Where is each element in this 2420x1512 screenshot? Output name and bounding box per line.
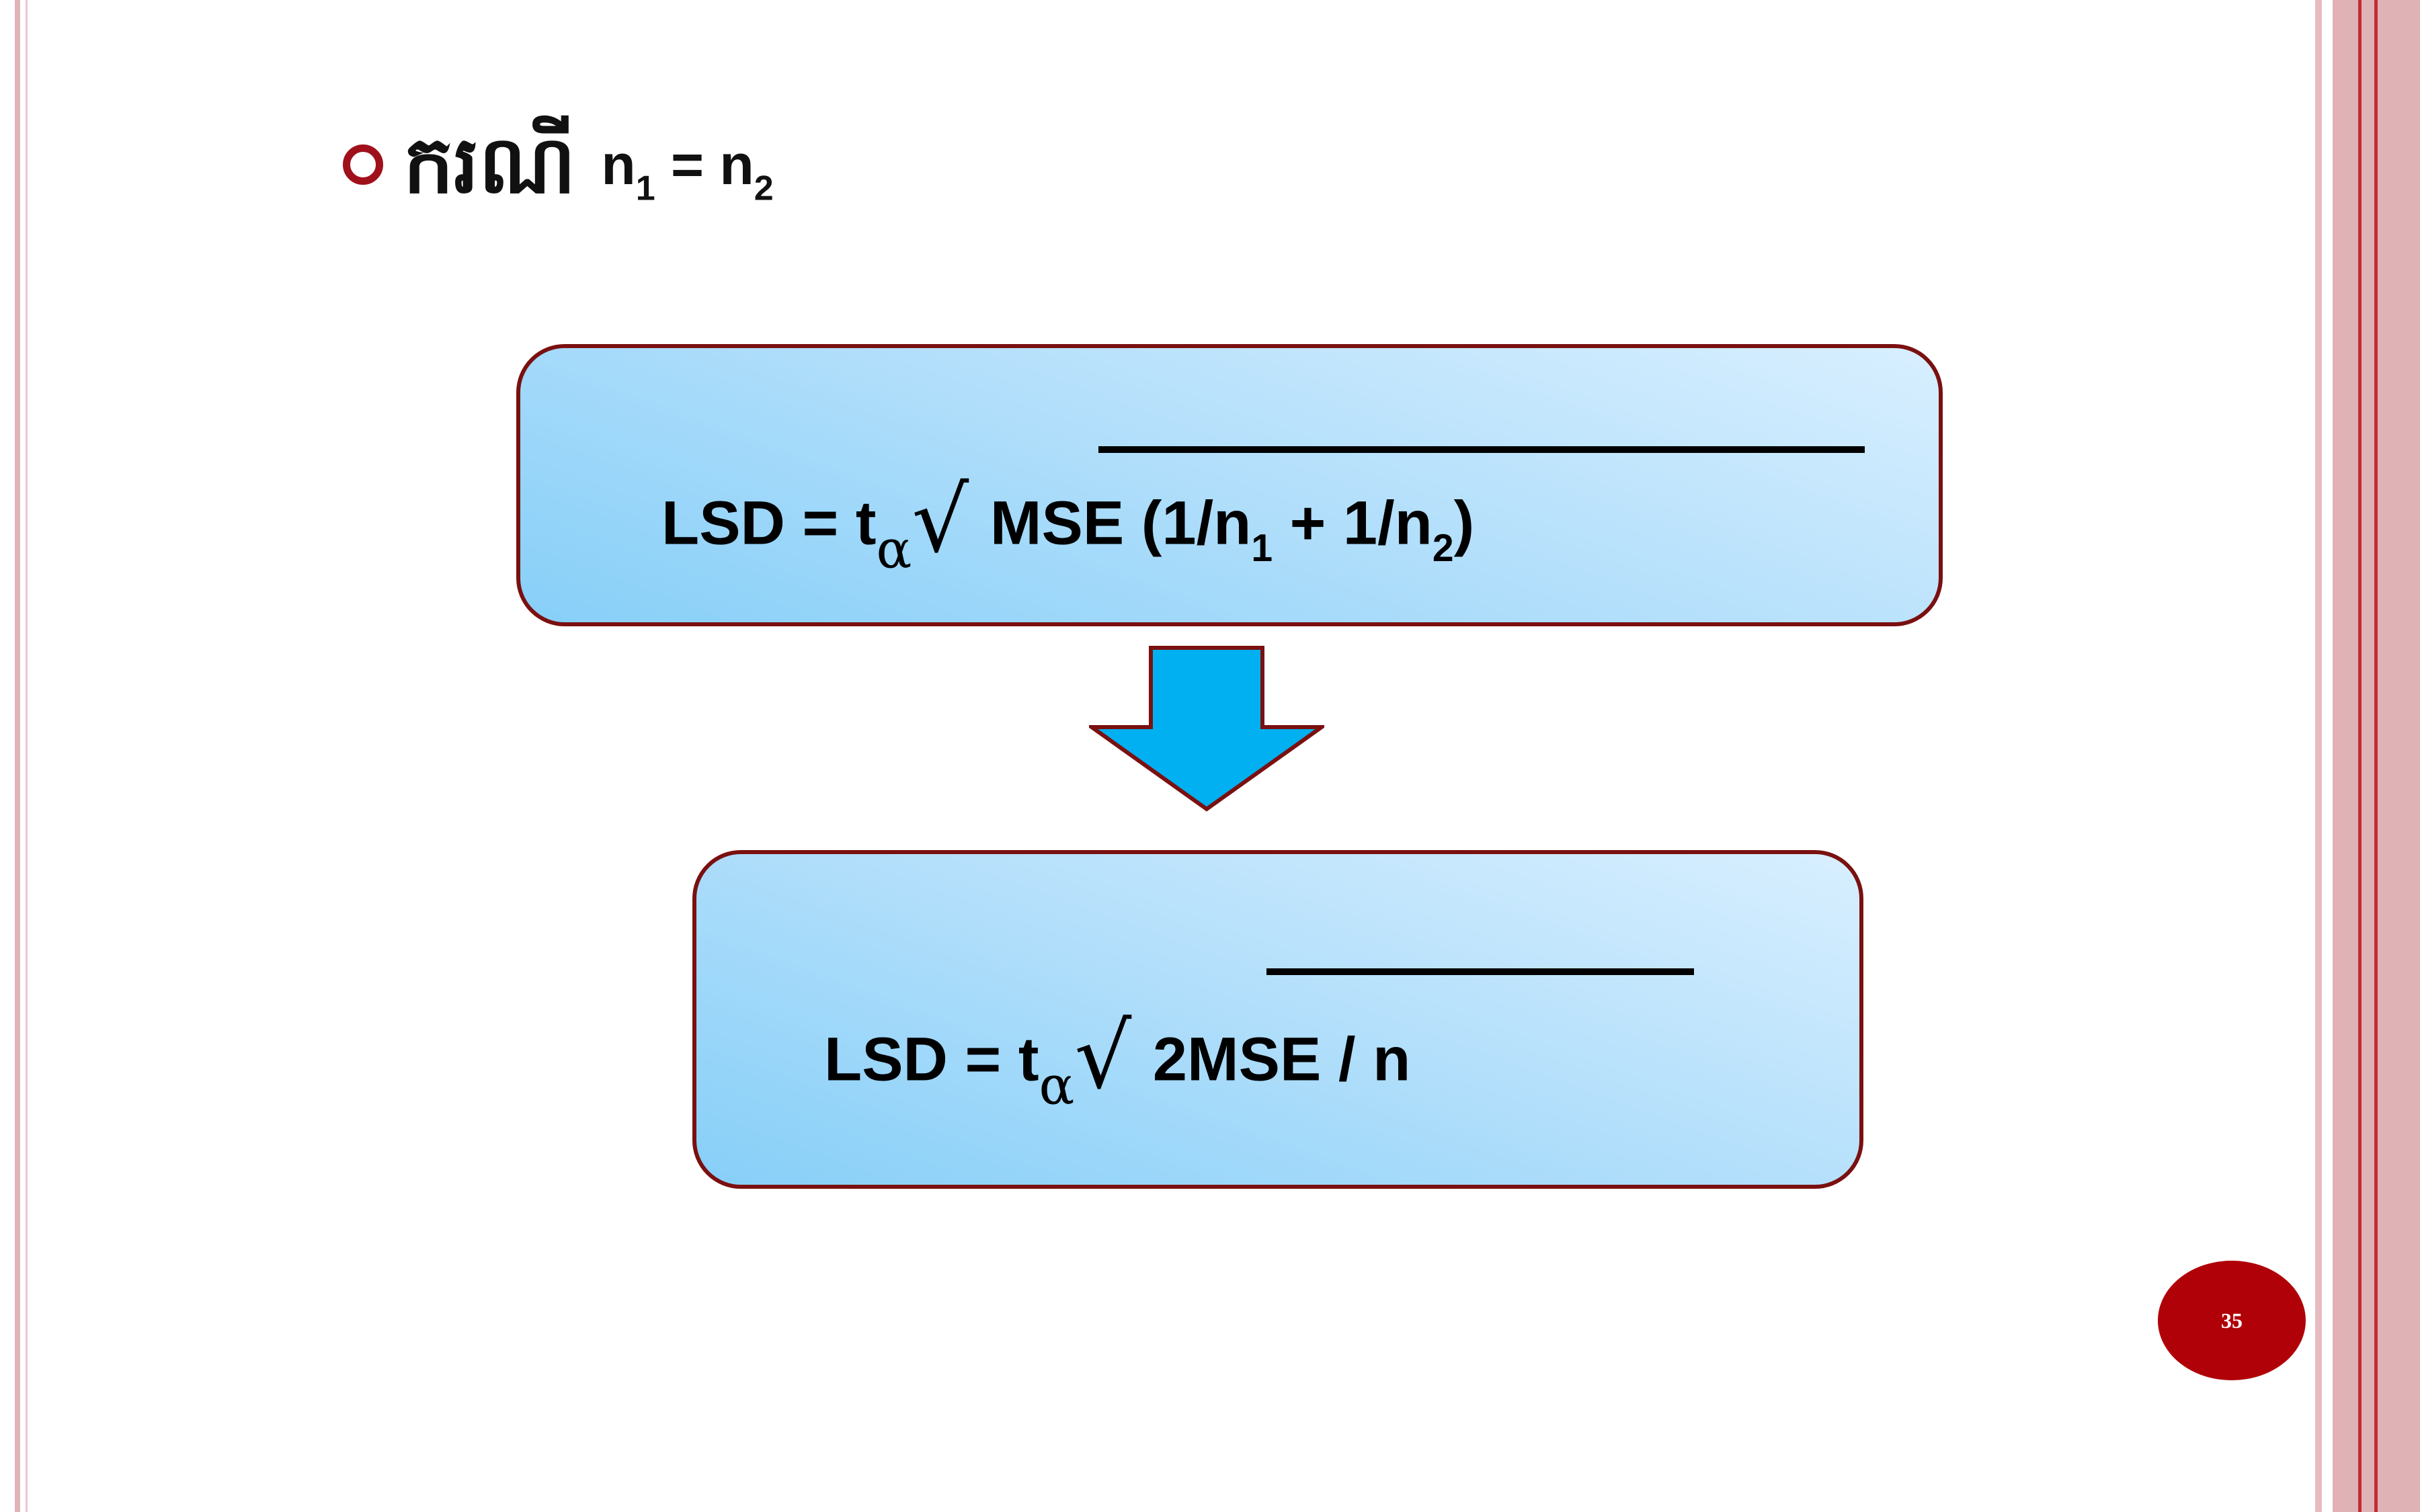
square-root-icon: √ xyxy=(1074,1005,1132,1109)
right-border-line-2 xyxy=(2333,0,2342,1512)
radical-vinculum xyxy=(1098,446,1865,453)
right-border-red-line-2 xyxy=(2374,0,2378,1512)
alpha-subscript: α xyxy=(876,519,912,581)
left-border-line-thin xyxy=(26,0,28,1512)
heading-khmer-text: ករណី xyxy=(403,118,576,211)
heading-subscript-1: 1 xyxy=(635,168,655,208)
formula-box-general: LSD = tα√ MSE (1/n1 + 1/n2) xyxy=(516,344,1943,626)
left-border-line xyxy=(15,0,20,1512)
right-border-band xyxy=(2342,0,2420,1512)
hollow-circle-bullet-icon xyxy=(343,144,383,185)
down-arrow-icon xyxy=(1089,646,1324,812)
radical-vinculum xyxy=(1266,968,1694,975)
formula-box-equal-n: LSD = tα√ 2MSE / n xyxy=(692,850,1863,1189)
heading-subscript-2: 2 xyxy=(754,168,774,208)
lsd-formula-equal-n: LSD = tα√ 2MSE / n xyxy=(824,1005,1411,1117)
right-border-red-line-1 xyxy=(2358,0,2362,1512)
slide-heading: ករណី n1 = n2 xyxy=(343,108,774,222)
right-border-line-1 xyxy=(2315,0,2322,1512)
page-number-badge: 35 xyxy=(2158,1261,2306,1380)
square-root-icon: √ xyxy=(912,468,969,573)
heading-condition: n1 = n2 xyxy=(601,132,774,208)
lsd-formula-general: LSD = tα√ MSE (1/n1 + 1/n2) xyxy=(661,468,1475,581)
alpha-subscript: α xyxy=(1039,1055,1075,1117)
